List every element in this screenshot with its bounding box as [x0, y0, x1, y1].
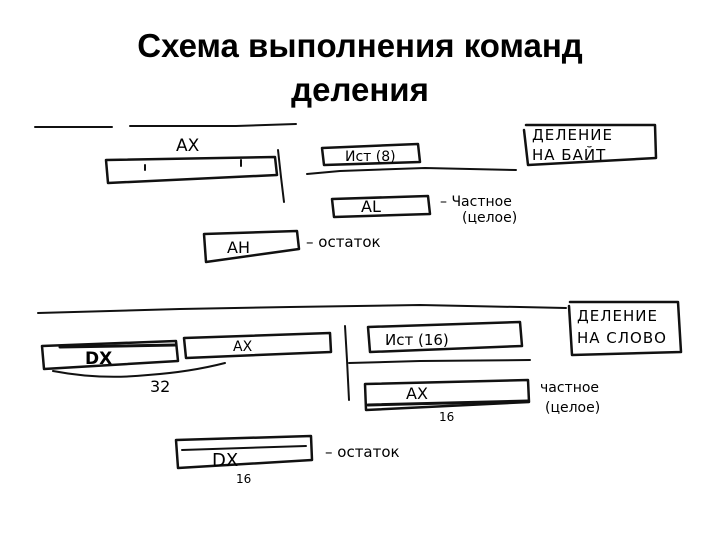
remainder-width-label: 16	[236, 472, 251, 486]
remainder-caption-byte: – остаток	[306, 233, 381, 251]
separator-top-left	[34, 123, 297, 128]
quotient-caption-word: частное	[540, 380, 599, 396]
divisor-label-byte: Ист (8)	[345, 149, 396, 165]
heading-byte-line1: ДЕЛЕНИЕ	[532, 126, 613, 144]
divider-line-word	[344, 325, 350, 401]
divider-line-byte	[277, 149, 285, 203]
dividend-label-dx: DX	[85, 349, 112, 369]
divisor-underline-word	[348, 359, 531, 364]
quotient-label-al: AL	[361, 197, 381, 216]
divisor-register-byte: Ист (8)	[320, 142, 422, 167]
quotient-caption-byte: – Частное	[440, 194, 512, 210]
dividend-label-ax-low: AX	[233, 339, 253, 355]
dividend-register-dx: DX	[40, 339, 180, 371]
remainder-register-ah: АН	[202, 229, 301, 264]
dividend-width-label: 32	[150, 377, 170, 396]
heading-word-line2: НА СЛОВО	[577, 329, 667, 347]
quotient-register-al: AL	[330, 194, 432, 219]
remainder-register-dx: DX	[174, 434, 314, 471]
heading-word-line1: ДЕЛЕНИЕ	[577, 307, 658, 325]
dividend-label-ax: АХ	[176, 136, 200, 156]
remainder-caption-word: – остаток	[325, 443, 400, 461]
quotient-width-label: 16	[439, 410, 454, 424]
title-line-2: деления	[291, 71, 429, 108]
divisor-label-word: Ист (16)	[385, 331, 449, 349]
divisor-underline-byte	[306, 167, 517, 175]
quotient-register-ax: AX	[363, 378, 531, 412]
dividend-register-ax: АХ	[104, 136, 279, 185]
heading-byte-line2: НА БАЙТ	[532, 145, 606, 164]
heading-box-byte: ДЕЛЕНИЕ НА БАЙТ	[522, 123, 658, 167]
dividend-register-ax-low: AX	[182, 331, 333, 360]
heading-box-word: ДЕЛЕНИЕ НА СЛОВО	[567, 300, 683, 357]
quotient-label-ax: AX	[406, 384, 428, 403]
section-separator	[37, 304, 567, 314]
title-line-1: Схема выполнения команд	[137, 27, 583, 64]
dividend-brace	[52, 362, 226, 378]
remainder-label-dx: DX	[212, 450, 238, 471]
quotient-caption-word-2: (целое)	[545, 400, 600, 416]
divisor-register-word: Ист (16)	[366, 320, 524, 354]
remainder-label-ah: АН	[227, 238, 250, 257]
quotient-caption-byte-2: (целое)	[462, 210, 517, 226]
